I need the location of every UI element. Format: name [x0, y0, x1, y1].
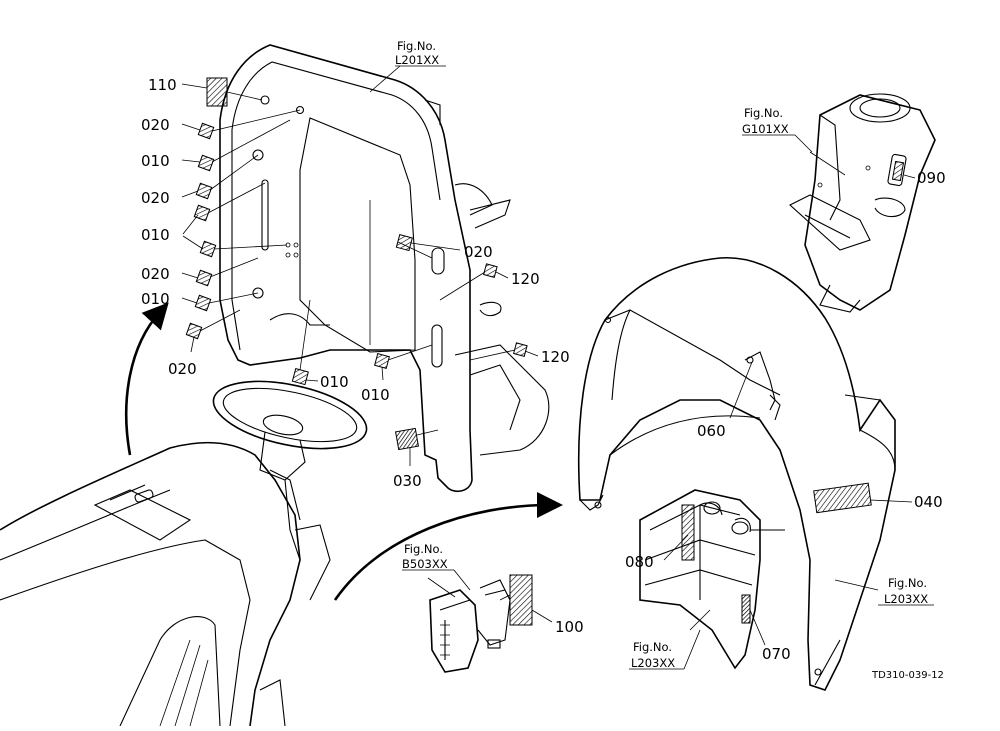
- switch-bracket-part: [429, 574, 533, 673]
- pad-010-c: [194, 294, 212, 312]
- pad-020-d: [185, 322, 203, 340]
- pad-080: [681, 504, 695, 561]
- fender-cover-part: [577, 257, 896, 691]
- pads-rear-panel: [185, 77, 528, 451]
- figref-l203-inner: Fig.No. L203XX: [629, 629, 701, 670]
- label-010-e: 010: [361, 386, 390, 404]
- figref-g101-line1: Fig.No.: [744, 106, 783, 120]
- leader-lines-rear: [181, 65, 539, 466]
- arrow-to-rear-panel: [124, 302, 169, 456]
- figref-g101-line2: G101XX: [742, 122, 789, 136]
- pad-020-a: [197, 122, 215, 140]
- label-100: 100: [555, 618, 584, 636]
- figref-l203-outer: Fig.No. L203XX: [878, 576, 934, 606]
- label-020-d: 020: [168, 360, 197, 378]
- pad-070: [741, 594, 751, 624]
- tractor-body: [0, 380, 368, 727]
- rear-panel-part: [219, 44, 550, 493]
- drawing-code: TD310-039-12: [871, 670, 944, 681]
- figref-b503-line2: B503XX: [402, 557, 448, 571]
- figref-l201-line1: Fig.No.: [397, 39, 436, 53]
- pad-010-d: [291, 368, 309, 386]
- figref-b503-line1: Fig.No.: [404, 542, 443, 556]
- pad-010-e: [374, 353, 390, 369]
- console-part: [789, 93, 936, 313]
- label-010-a: 010: [141, 152, 170, 170]
- figref-l201-line2: L201XX: [395, 53, 439, 67]
- label-010-b: 010: [141, 226, 170, 244]
- figure-references: Fig.No. L201XX Fig.No. G101XX Fig.No. B5…: [395, 39, 934, 670]
- label-080: 080: [625, 553, 654, 571]
- label-020-e: 020: [464, 243, 493, 261]
- pad-010-b1: [193, 204, 211, 222]
- label-120-b: 120: [541, 348, 570, 366]
- figref-g101: Fig.No. G101XX: [742, 106, 813, 153]
- pad-120-a: [483, 263, 498, 278]
- label-010-c: 010: [141, 290, 170, 308]
- label-020-a: 020: [141, 116, 170, 134]
- pad-110: [206, 77, 228, 107]
- figref-l203a-line2: L203XX: [884, 592, 928, 606]
- leader-lines-right: [427, 151, 916, 646]
- label-070: 070: [762, 645, 791, 663]
- assembly-arrows: [124, 302, 563, 601]
- callout-labels: 110 020 010 020 010 020 010 020 020 120 …: [141, 76, 946, 663]
- label-040: 040: [914, 493, 943, 511]
- pad-120-b: [513, 342, 528, 357]
- figref-l203b-line1: Fig.No.: [633, 640, 672, 654]
- pad-020-c: [195, 269, 213, 287]
- pad-030: [395, 427, 419, 451]
- label-030: 030: [393, 472, 422, 490]
- label-020-b: 020: [141, 189, 170, 207]
- steering-wheel: [212, 380, 368, 450]
- pad-010-b2: [199, 240, 217, 258]
- pad-090: [891, 160, 905, 182]
- label-120-a: 120: [511, 270, 540, 288]
- figref-l201: Fig.No. L201XX: [395, 39, 446, 67]
- pad-010-a: [197, 154, 215, 172]
- pad-020-b: [195, 182, 213, 200]
- figref-l203b-line2: L203XX: [631, 656, 675, 670]
- label-020-c: 020: [141, 265, 170, 283]
- pad-100: [509, 574, 533, 626]
- arrow-to-fender: [333, 492, 563, 601]
- label-010-d: 010: [320, 373, 349, 391]
- figref-l203a-line1: Fig.No.: [888, 576, 927, 590]
- label-110: 110: [148, 76, 177, 94]
- pad-040: [813, 482, 872, 514]
- label-060: 060: [697, 422, 726, 440]
- label-090: 090: [917, 169, 946, 187]
- fender-inner-panel: [639, 489, 785, 670]
- figref-b503: Fig.No. B503XX: [402, 542, 471, 591]
